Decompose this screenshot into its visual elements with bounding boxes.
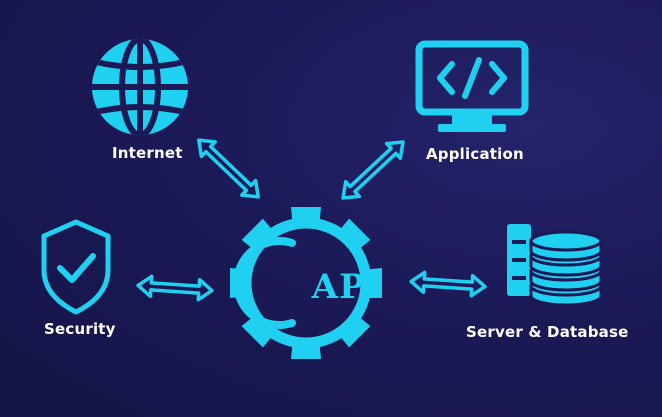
- arrow-internet: [197, 138, 260, 199]
- application-label: Application: [426, 145, 524, 163]
- shield-check-icon: [41, 219, 111, 315]
- center-label: API: [311, 267, 383, 307]
- globe-icon: [92, 39, 188, 135]
- server-database-label: Server & Database: [466, 323, 629, 341]
- security-label: Security: [44, 320, 116, 338]
- arrow-application: [341, 140, 405, 200]
- gear-icon: [230, 207, 382, 359]
- internet-label: Internet: [112, 144, 183, 162]
- code-monitor-icon: [415, 40, 529, 132]
- arrow-security: [136, 274, 214, 302]
- arrow-server-database: [409, 270, 487, 298]
- server-database-icon: [507, 224, 603, 307]
